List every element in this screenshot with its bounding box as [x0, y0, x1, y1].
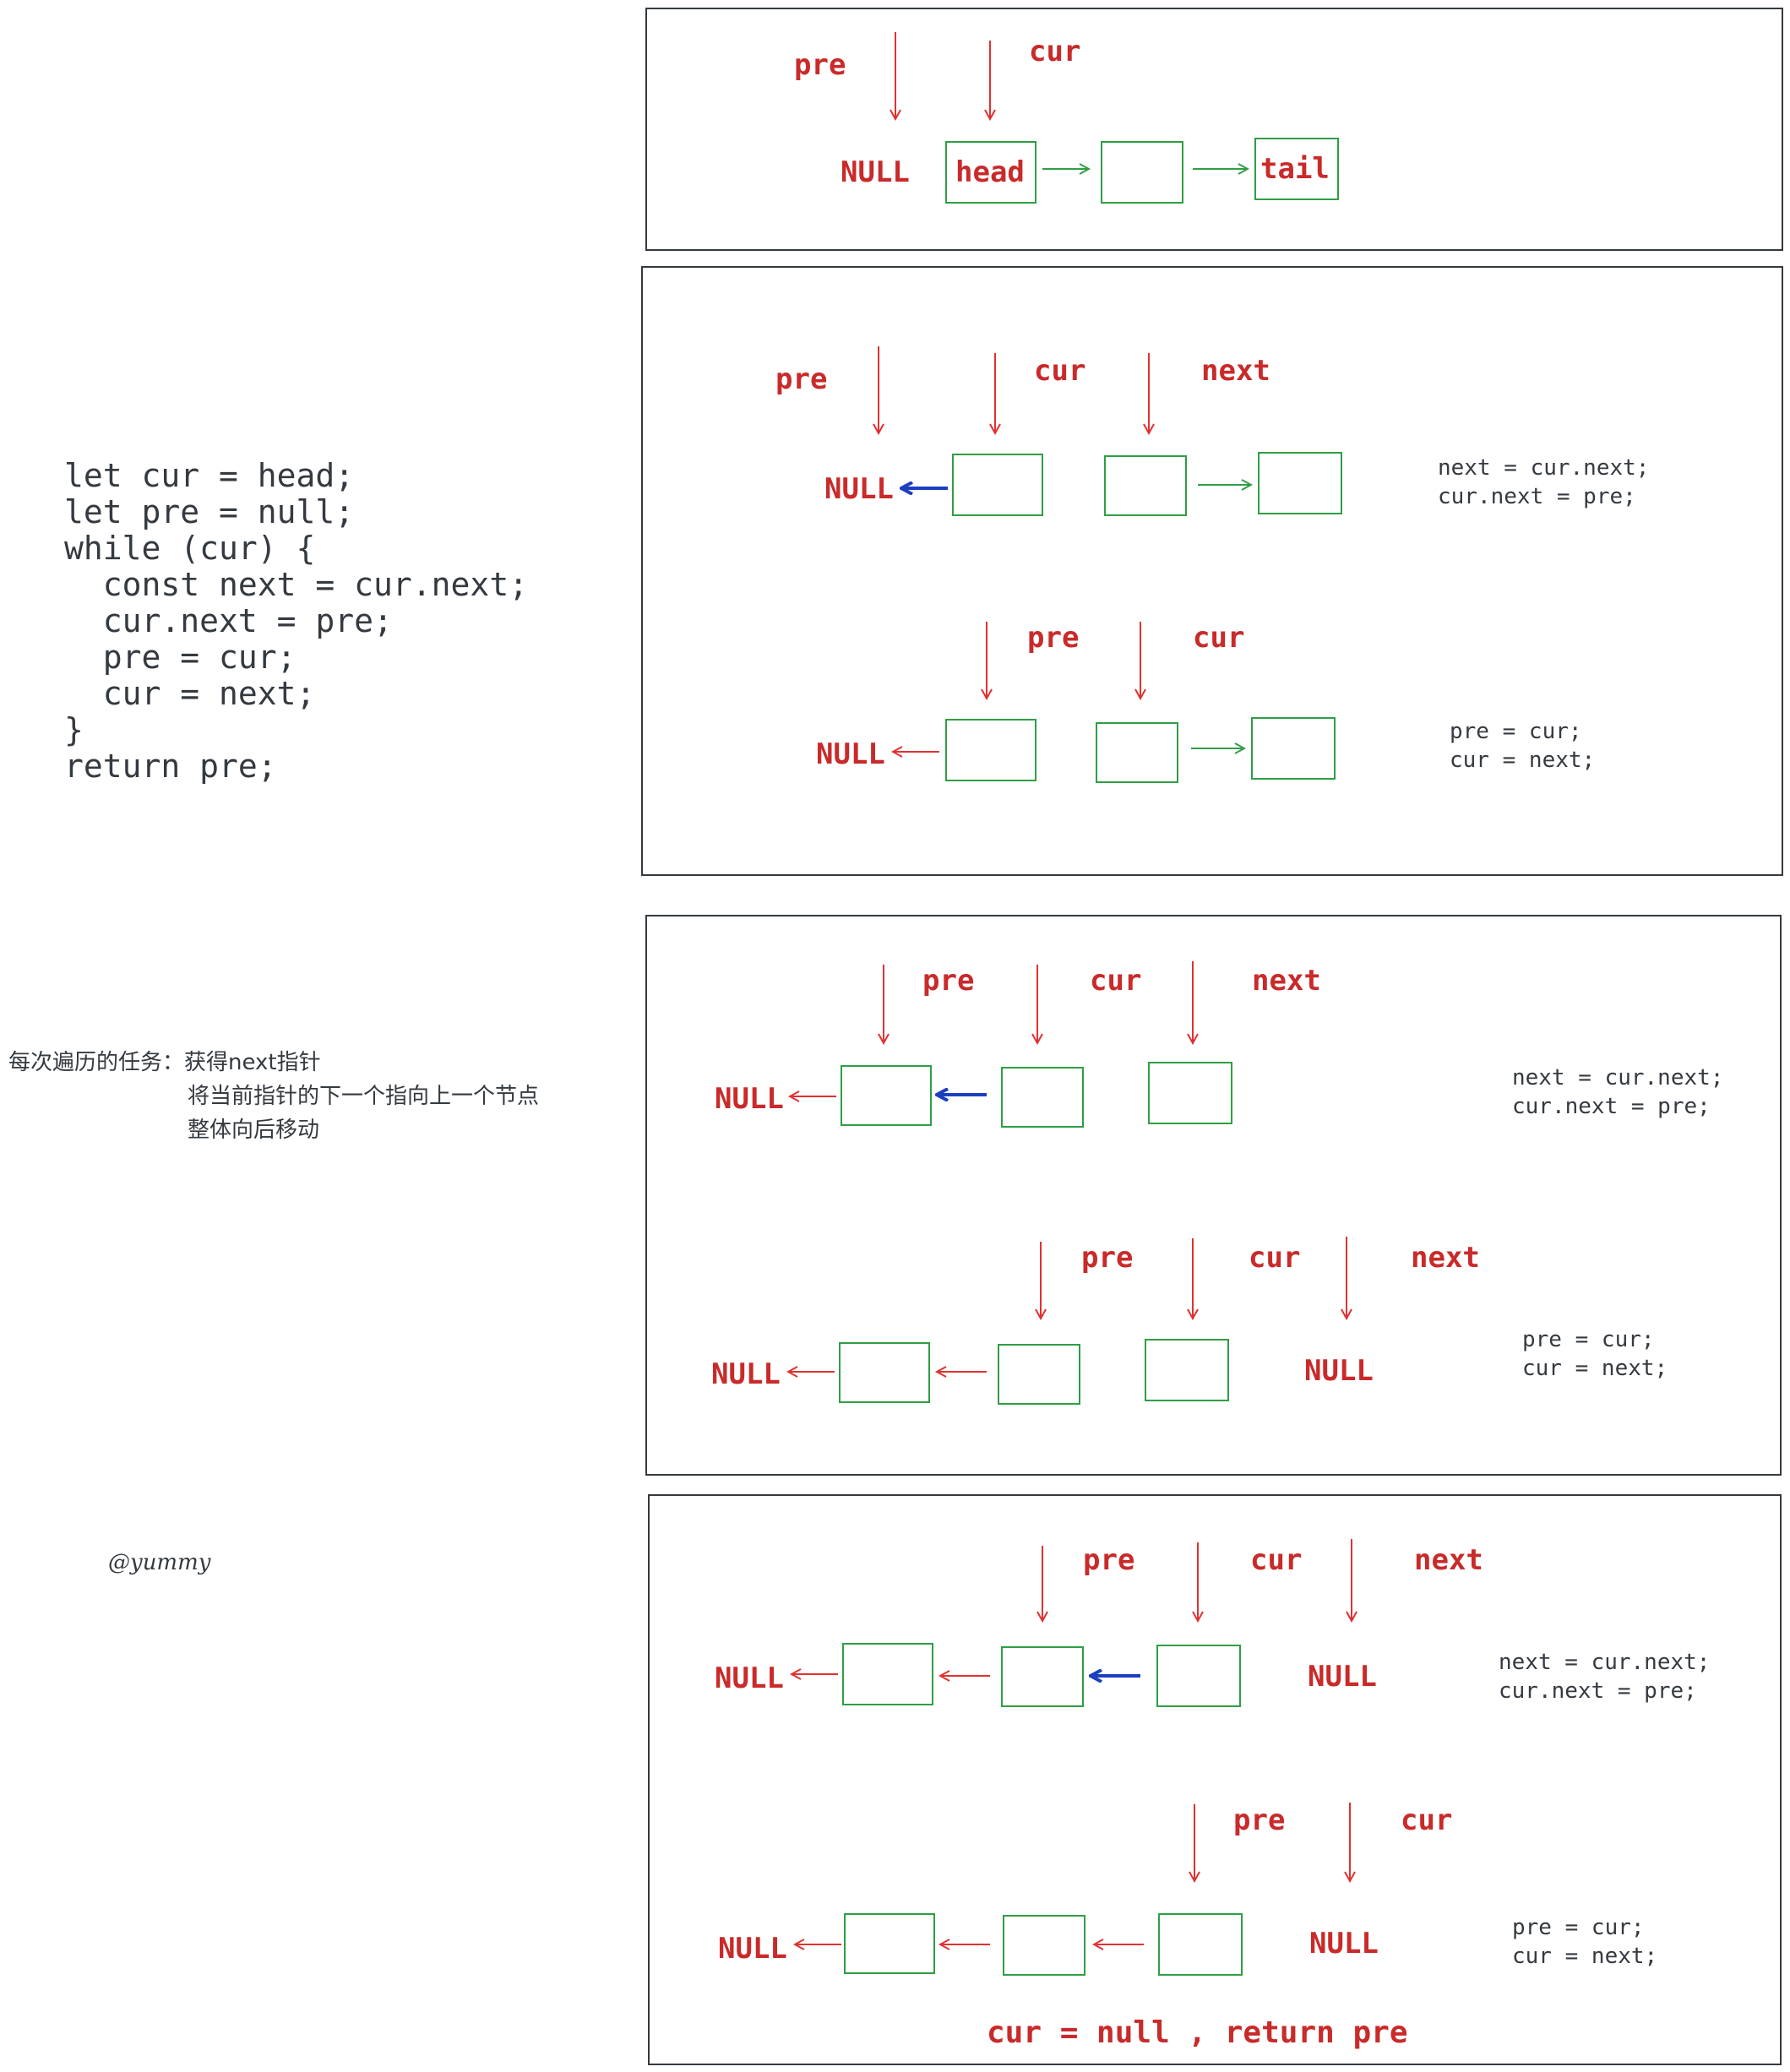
label-head: head	[955, 155, 1025, 189]
list-node	[998, 1344, 1080, 1405]
code-line: return pre;	[64, 748, 277, 785]
label-cur: cur	[1034, 354, 1085, 388]
step-code-line: pre = cur;	[1512, 1915, 1645, 1940]
list-node	[1104, 455, 1187, 516]
label-null: NULL	[816, 737, 885, 771]
label-next: next	[1201, 354, 1270, 388]
frame-step-1	[641, 266, 1783, 876]
label-null: NULL	[1309, 1927, 1379, 1961]
list-node	[945, 719, 1036, 781]
label-null: NULL	[715, 1661, 784, 1695]
code-line: let pre = null;	[64, 493, 354, 530]
list-node	[1001, 1067, 1084, 1128]
label-cur: cur	[1029, 35, 1080, 68]
list-node	[839, 1342, 930, 1403]
step-code-line: next = cur.next;	[1512, 1065, 1723, 1090]
label-next: next	[1252, 964, 1321, 998]
label-null: NULL	[715, 1082, 784, 1116]
list-node	[1148, 1062, 1232, 1124]
label-cur: cur	[1090, 964, 1141, 998]
list-node	[1145, 1339, 1229, 1401]
label-cur: cur	[1249, 1241, 1300, 1275]
label-null: NULL	[711, 1357, 781, 1391]
code-line: while (cur) {	[64, 530, 315, 567]
label-tail: tail	[1260, 152, 1330, 186]
note-line: 将当前指针的下一个指向上一个节点	[188, 1084, 539, 1109]
label-null: NULL	[718, 1932, 787, 1966]
list-node-head	[945, 141, 1036, 204]
list-node	[1003, 1915, 1085, 1976]
step-code-line: pre = cur;	[1450, 719, 1582, 744]
label-pre: pre	[775, 362, 827, 396]
code-line: cur.next = pre;	[64, 602, 393, 639]
label-next: next	[1414, 1543, 1483, 1577]
label-null: NULL	[1304, 1354, 1374, 1388]
code-line: const next = cur.next;	[64, 566, 528, 603]
code-line: pre = cur;	[64, 639, 297, 676]
code-line: cur = next;	[64, 675, 315, 712]
label-pre: pre	[922, 964, 974, 998]
list-node	[1096, 722, 1178, 783]
note-line: 整体向后移动	[188, 1118, 319, 1143]
step-code-line: cur = next;	[1522, 1356, 1668, 1381]
step-code-line: pre = cur;	[1522, 1327, 1655, 1352]
step-code-line: cur = next;	[1450, 748, 1595, 773]
list-node-tail	[1254, 138, 1339, 200]
list-node	[841, 1065, 932, 1126]
frame-initial	[645, 8, 1783, 251]
step-code-line: cur.next = pre;	[1512, 1094, 1711, 1119]
label-cur: cur	[1401, 1803, 1452, 1837]
step-code-line: cur.next = pre;	[1438, 484, 1636, 509]
label-pre: pre	[1233, 1803, 1285, 1837]
label-pre: pre	[1083, 1543, 1134, 1577]
final-statement: cur = null , return pre	[987, 2015, 1408, 2050]
label-null: NULL	[1308, 1660, 1377, 1694]
code-line: }	[64, 711, 84, 748]
label-pre: pre	[1027, 621, 1079, 655]
frame-step-2	[645, 915, 1782, 1476]
list-node	[952, 454, 1043, 516]
list-node	[844, 1913, 935, 1974]
step-code-line: next = cur.next;	[1438, 455, 1649, 481]
step-code-line: cur = next;	[1512, 1944, 1657, 1969]
list-node	[1001, 1646, 1084, 1707]
list-node	[1158, 1913, 1243, 1976]
label-null: NULL	[841, 155, 910, 189]
frame-step-3	[648, 1494, 1782, 2065]
list-node	[1251, 717, 1336, 780]
label-next: next	[1411, 1241, 1480, 1275]
note-line: 每次遍历的任务：获得next指针	[8, 1050, 321, 1075]
list-node	[842, 1643, 933, 1705]
label-cur: cur	[1193, 621, 1244, 655]
step-code-line: next = cur.next;	[1499, 1650, 1710, 1675]
algorithm-code: let cur = head; let pre = null; while (c…	[64, 457, 528, 785]
label-null: NULL	[824, 472, 894, 506]
label-pre: pre	[1081, 1241, 1133, 1275]
list-node	[1258, 452, 1342, 514]
list-node	[1156, 1645, 1241, 1707]
step-code-line: cur.next = pre;	[1499, 1678, 1697, 1704]
label-cur: cur	[1250, 1543, 1302, 1577]
list-node	[1101, 141, 1183, 204]
label-pre: pre	[794, 48, 846, 82]
task-note: 每次遍历的任务：获得next指针 将当前指针的下一个指向上一个节点 整体向后移动	[8, 1050, 539, 1143]
author-signature: @yummy	[108, 1550, 211, 1575]
code-line: let cur = head;	[64, 457, 354, 494]
